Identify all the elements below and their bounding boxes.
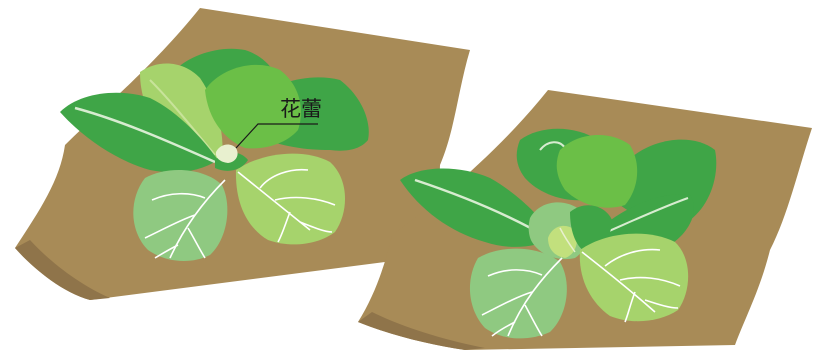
leaf-front-left-2 <box>470 249 567 339</box>
flower-bud-label: 花蕾 <box>280 97 322 121</box>
leaf-front-left <box>133 170 227 261</box>
